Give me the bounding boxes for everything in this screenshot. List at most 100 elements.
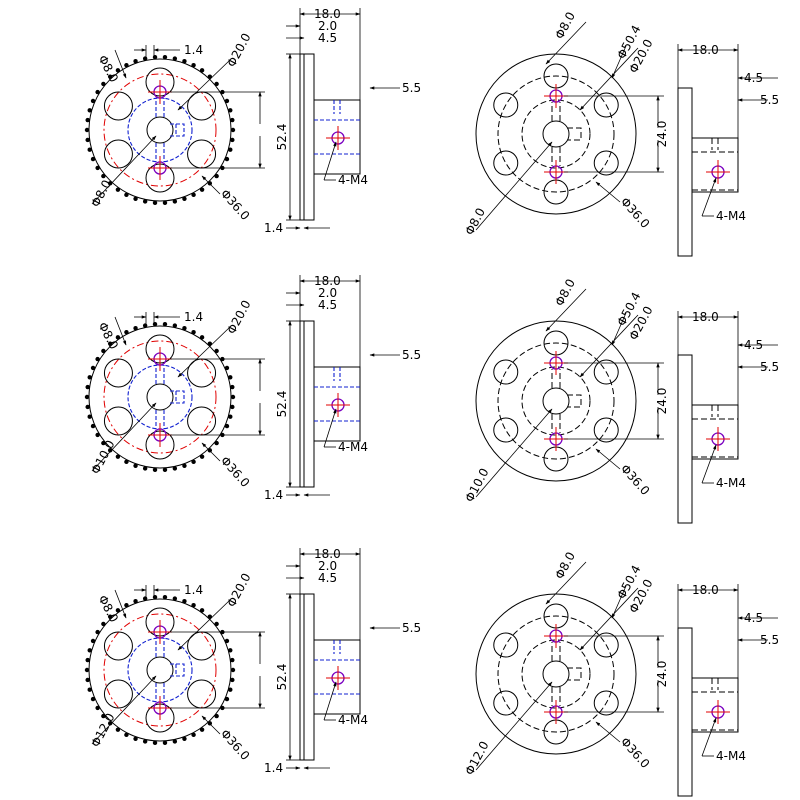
- leader: [701, 717, 717, 757]
- bolt-circle: [497, 75, 615, 193]
- tap-dim: 4-M4: [338, 173, 368, 187]
- leader: [579, 47, 639, 111]
- leader: [177, 599, 231, 651]
- offset-dim: 4.5: [744, 338, 763, 352]
- leader: [177, 59, 231, 111]
- leader: [701, 444, 717, 484]
- pitch-circle: [103, 340, 217, 454]
- keyway: [567, 394, 582, 408]
- tap-dim: 4-M4: [716, 209, 746, 223]
- spoke-hole: [493, 359, 519, 385]
- gear-body-outline: [88, 58, 232, 202]
- hub-circle: [521, 366, 591, 436]
- leader: [114, 589, 127, 619]
- pitch-dim: Φ20.0: [224, 31, 253, 70]
- spoke-hole-dim: Φ8.0: [95, 593, 121, 625]
- gap-dim: 1.4: [184, 583, 203, 597]
- circle-dim: Φ36.0: [618, 195, 653, 231]
- gear-tooth: [162, 54, 168, 60]
- gear-tooth: [87, 648, 92, 653]
- gear-tooth: [224, 98, 230, 104]
- gear-tooth: [162, 740, 168, 746]
- bore-hole: [542, 120, 570, 148]
- leader: [323, 681, 337, 721]
- leader: [475, 408, 553, 498]
- spoke-hole-dim: Φ8.0: [552, 550, 578, 582]
- gear-tooth: [230, 667, 236, 673]
- gear-tooth: [172, 323, 178, 328]
- spoke-hole-dim: Φ8.0: [95, 320, 121, 352]
- offset-dim: 4.5: [744, 611, 763, 625]
- gear-tooth: [172, 56, 178, 61]
- spoke-hole: [493, 150, 519, 176]
- gear-tooth: [191, 459, 196, 465]
- gear-tooth: [152, 200, 158, 206]
- spoke-hole: [593, 690, 619, 716]
- offset-dim: 2.0: [318, 286, 337, 300]
- keyway: [567, 127, 582, 141]
- gear-side-view: 18.02.04.55.552.41.44-M4: [264, 7, 421, 235]
- offset-dim: 5.5: [402, 621, 421, 635]
- circle-dim: Φ36.0: [618, 462, 653, 498]
- gear-tooth: [90, 423, 96, 429]
- gear-tooth: [182, 326, 187, 331]
- tap-dim: 4-M4: [338, 440, 368, 454]
- circle-dim: Φ36.0: [618, 735, 653, 771]
- hub-circle: [521, 639, 591, 709]
- gear-tooth: [84, 667, 90, 673]
- gap-dim: 1.4: [184, 310, 203, 324]
- gear-body-outline: [88, 325, 232, 469]
- gear-tooth: [142, 199, 148, 204]
- pitch-circle: [103, 613, 217, 727]
- pitch-dim: Φ20.0: [224, 298, 253, 337]
- gear-tooth: [228, 648, 233, 653]
- gear-plate: [299, 593, 315, 761]
- tap-dim: 4-M4: [338, 713, 368, 727]
- spoke-hole: [103, 679, 133, 709]
- gear-tooth: [85, 657, 90, 663]
- gear-tooth: [124, 732, 129, 738]
- gear-tooth: [228, 687, 233, 692]
- spoke-hole: [103, 631, 133, 661]
- hub-body: [691, 137, 739, 193]
- bore-hole: [542, 387, 570, 415]
- pitch-dim: Φ20.0: [224, 571, 253, 610]
- gear-tooth: [224, 156, 230, 162]
- keyway: [567, 667, 582, 681]
- gear-tooth: [87, 375, 92, 380]
- hub-circle: [127, 97, 193, 163]
- gear-tooth: [133, 463, 138, 468]
- gear-tooth: [182, 736, 187, 741]
- offset-dim: 5.5: [760, 93, 779, 107]
- hub-dim: 24.0: [655, 121, 669, 148]
- gear-tooth: [182, 463, 187, 468]
- gear-tooth: [85, 677, 90, 683]
- hub-body: [313, 639, 361, 715]
- width-dim: 18.0: [314, 7, 341, 21]
- width-dim: 18.0: [314, 274, 341, 288]
- offset-dim: 4.5: [318, 571, 337, 585]
- spoke-hole: [187, 91, 217, 121]
- gear-tooth: [142, 466, 148, 471]
- gear-tooth: [90, 156, 96, 162]
- gear-tooth: [142, 739, 148, 744]
- height-dim: 52.4: [275, 391, 289, 418]
- gear-tooth: [172, 199, 178, 204]
- gear-tooth: [228, 375, 233, 380]
- spoke-hole: [593, 632, 619, 658]
- leader: [91, 135, 157, 205]
- spoke-hole-dim: Φ8.0: [95, 53, 121, 85]
- gear-tooth: [230, 127, 236, 133]
- spoke-hole: [187, 679, 217, 709]
- spoke-hole: [493, 92, 519, 118]
- gear-tooth: [133, 326, 138, 331]
- gear-tooth: [224, 696, 230, 702]
- width-dim: 18.0: [692, 43, 719, 57]
- gear-tooth: [90, 98, 96, 104]
- gear-tooth: [133, 599, 138, 604]
- gear-tooth: [224, 365, 230, 371]
- bolt-circle: [497, 342, 615, 460]
- gear-tooth: [133, 59, 138, 64]
